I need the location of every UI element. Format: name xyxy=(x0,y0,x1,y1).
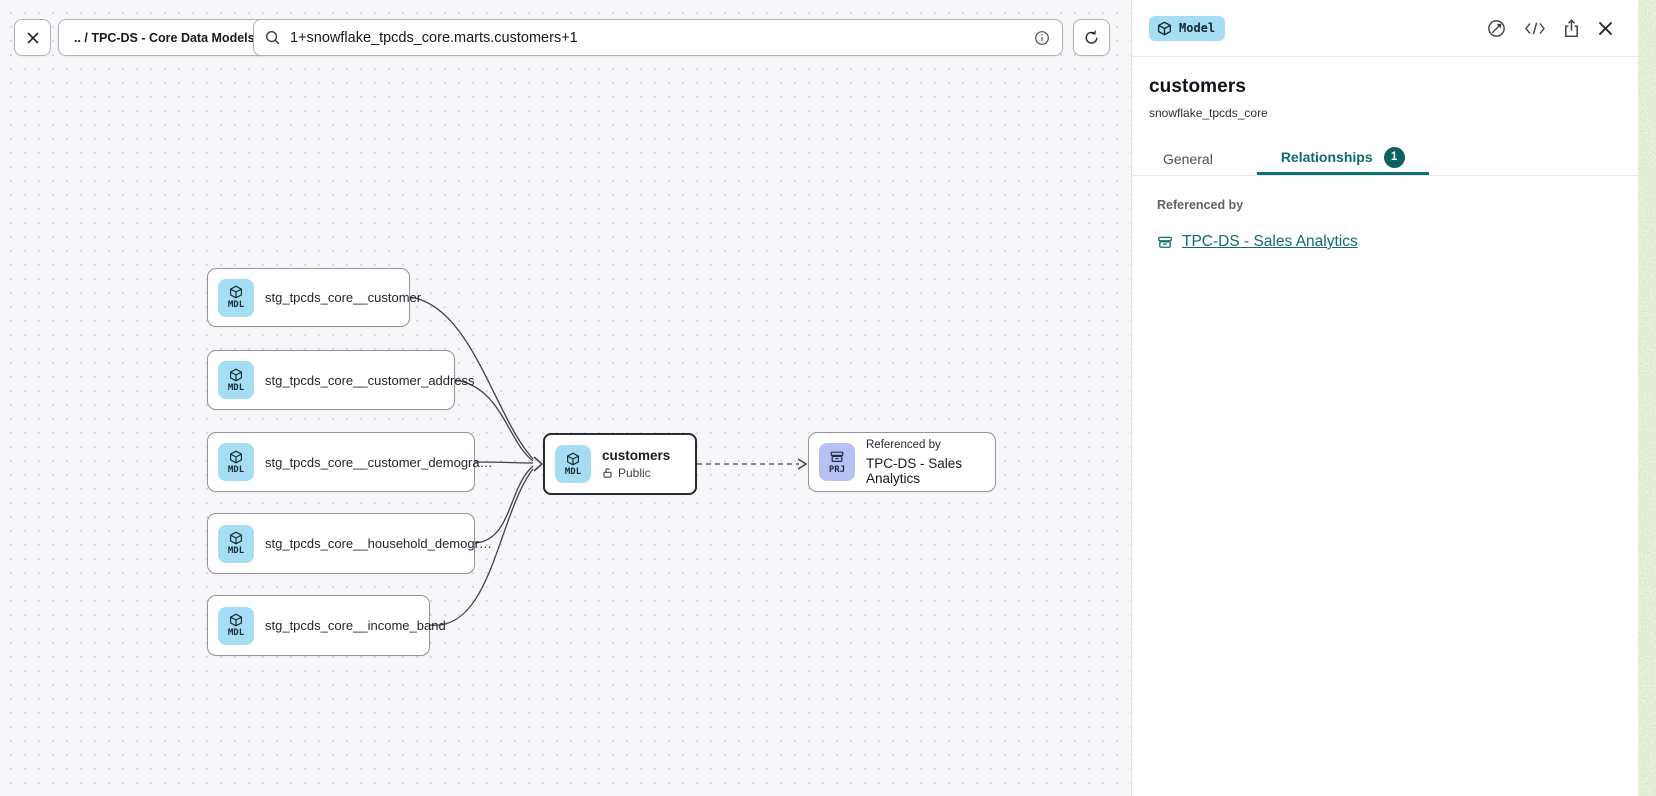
node-kicker: Referenced by xyxy=(866,438,941,451)
node-title: customers xyxy=(602,448,671,463)
lineage-canvas[interactable]: MDL stg_tpcds_core__customer MDL stg_tpc… xyxy=(0,0,1131,796)
info-icon[interactable] xyxy=(1034,30,1050,46)
node-label: stg_tpcds_core__household_demogr… xyxy=(265,536,492,551)
details-panel: Model customers snowflake_tpcds_core Gen… xyxy=(1131,0,1638,796)
tab-relationships-label: Relationships xyxy=(1280,149,1373,165)
node-label: stg_tpcds_core__customer xyxy=(265,290,422,305)
model-type-badge: MDL xyxy=(218,361,254,399)
badge-label: MDL xyxy=(227,546,245,556)
model-type-badge: MDL xyxy=(218,524,254,563)
lineage-search-bar xyxy=(253,19,1063,56)
badge-label: MDL xyxy=(227,464,245,475)
badge-label: MDL xyxy=(564,466,582,477)
node-title: TPC-DS - Sales Analytics xyxy=(866,455,963,486)
node-stg-household-demographics[interactable]: MDL stg_tpcds_core__household_demogr… xyxy=(207,513,492,574)
refresh-icon xyxy=(1083,29,1100,46)
close-panel-icon[interactable] xyxy=(1597,20,1614,37)
unlock-icon xyxy=(602,467,613,479)
node-stg-customer[interactable]: MDL stg_tpcds_core__customer xyxy=(207,268,421,327)
node-label: stg_tpcds_core__customer_demogra… xyxy=(265,454,493,470)
model-type-badge: MDL xyxy=(218,443,254,481)
badge-label: MDL xyxy=(227,300,245,310)
badge-label: MDL xyxy=(227,628,245,638)
referenced-by-project-link[interactable]: TPC-DS - Sales Analytics xyxy=(1182,233,1358,250)
entity-title: customers xyxy=(1149,76,1246,97)
referenced-by-item: TPC-DS - Sales Analytics xyxy=(1157,233,1614,251)
cube-icon xyxy=(229,531,243,545)
search-icon xyxy=(265,30,281,46)
node-stg-customer-demographics[interactable]: MDL stg_tpcds_core__customer_demogra… xyxy=(207,432,493,492)
node-stg-income-band[interactable]: MDL stg_tpcds_core__income_band xyxy=(207,595,446,656)
cube-icon xyxy=(1157,21,1172,36)
badge-label: PRJ xyxy=(828,464,846,475)
node-customers-selected[interactable]: MDL customers Public xyxy=(543,433,697,495)
project-type-badge: PRJ xyxy=(819,443,855,481)
screen-edge-artifact xyxy=(1638,0,1656,796)
visibility-label: Public xyxy=(618,466,651,480)
details-panel-header: Model xyxy=(1132,0,1638,57)
tab-relationships[interactable]: Relationships 1 xyxy=(1256,142,1429,175)
lineage-edges xyxy=(409,296,808,626)
cube-icon xyxy=(229,450,243,464)
node-stg-customer-address[interactable]: MDL stg_tpcds_core__customer_address xyxy=(207,350,475,410)
code-icon[interactable] xyxy=(1524,21,1546,36)
node-label: stg_tpcds_core__customer_address xyxy=(265,372,475,388)
tab-general[interactable]: General xyxy=(1163,150,1213,167)
model-type-badge: MDL xyxy=(555,445,591,483)
model-type-badge: MDL xyxy=(218,606,254,645)
node-project-sales-analytics[interactable]: PRJ Referenced by TPC-DS - Sales Analyti… xyxy=(808,432,996,492)
close-icon xyxy=(26,31,40,45)
referenced-by-label: Referenced by xyxy=(1157,198,1244,212)
model-type-badge: MDL xyxy=(218,278,254,317)
entity-title-block: customers snowflake_tpcds_core xyxy=(1132,57,1638,120)
cube-icon xyxy=(229,368,243,382)
entity-subtitle: snowflake_tpcds_core xyxy=(1149,106,1268,120)
search-input[interactable] xyxy=(290,29,1034,46)
share-icon[interactable] xyxy=(1563,18,1580,38)
close-lineage-button[interactable] xyxy=(14,19,51,56)
compass-icon[interactable] xyxy=(1486,18,1507,39)
canvas-toolbar: .. / TPC-DS - Core Data Models xyxy=(0,0,1131,76)
relationships-tab-content: Referenced by TPC-DS - Sales Analytics xyxy=(1132,176,1638,251)
cube-icon xyxy=(566,452,580,466)
type-chip-label: Model xyxy=(1179,21,1216,35)
relationships-count-badge: 1 xyxy=(1383,146,1405,168)
archive-box-icon xyxy=(830,450,844,464)
refresh-button[interactable] xyxy=(1073,19,1110,56)
node-label: stg_tpcds_core__income_band xyxy=(265,618,446,633)
panel-tabs: General Relationships 1 xyxy=(1132,142,1638,176)
cube-icon xyxy=(229,285,243,299)
cube-icon xyxy=(229,613,243,627)
breadcrumb[interactable]: .. / TPC-DS - Core Data Models xyxy=(58,19,271,56)
badge-label: MDL xyxy=(227,382,245,393)
archive-box-icon xyxy=(1157,235,1173,250)
model-type-chip: Model xyxy=(1149,15,1226,41)
